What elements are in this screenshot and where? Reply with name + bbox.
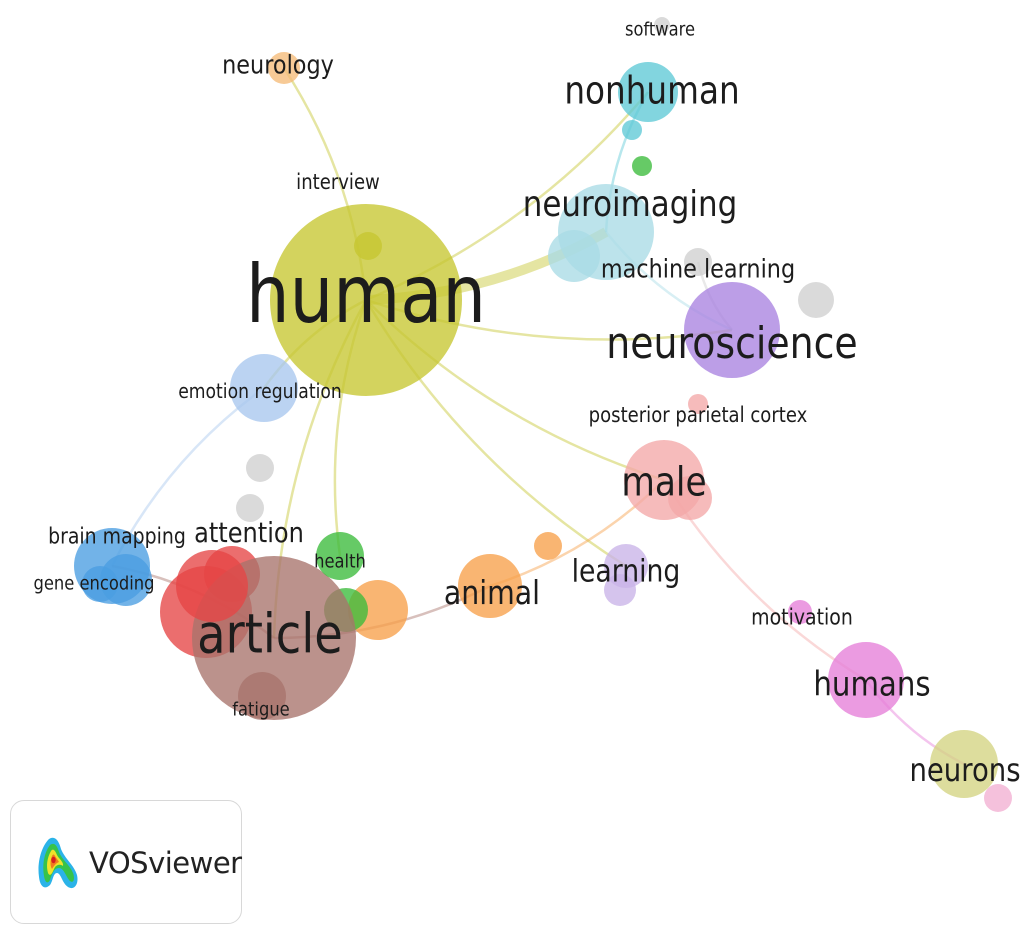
node-animal[interactable] bbox=[458, 554, 522, 618]
node-neuroimaging[interactable] bbox=[558, 184, 654, 280]
cluster-bubble bbox=[632, 156, 652, 176]
label-neurons[interactable]: neurons bbox=[909, 752, 1020, 790]
label-article[interactable]: article bbox=[197, 602, 343, 665]
cluster-bubble bbox=[984, 784, 1012, 812]
label-neuroscience[interactable]: neuroscience bbox=[606, 317, 857, 368]
label-posterior-parietal-cortex[interactable]: posterior parietal cortex bbox=[589, 403, 808, 428]
cluster-bubble bbox=[534, 532, 562, 560]
label-motivation[interactable]: motivation bbox=[751, 604, 853, 630]
nodes-layer bbox=[74, 17, 1012, 812]
labels-layer: human interview neurology software nonhuman n… bbox=[34, 19, 1021, 789]
cluster-bubble bbox=[236, 494, 264, 522]
cluster-bubble bbox=[348, 580, 408, 640]
node-software[interactable] bbox=[654, 17, 670, 33]
node-fatigue[interactable] bbox=[238, 672, 286, 720]
label-animal[interactable]: animal bbox=[444, 574, 540, 613]
vosviewer-wordmark: VOSviewer bbox=[89, 846, 242, 880]
node-neurology[interactable] bbox=[268, 52, 300, 84]
node-health[interactable] bbox=[316, 532, 364, 580]
label-nonhuman[interactable]: nonhuman bbox=[564, 69, 739, 113]
label-gene-encoding[interactable]: gene encoding bbox=[34, 573, 155, 594]
label-human[interactable]: human bbox=[246, 248, 486, 341]
label-emotion-regulation[interactable]: emotion regulation bbox=[178, 381, 342, 404]
label-machine-learning[interactable]: machine learning bbox=[601, 253, 795, 284]
label-interview[interactable]: interview bbox=[296, 170, 380, 195]
node-posterior-parietal-cortex[interactable] bbox=[688, 394, 708, 414]
vosviewer-logo-box: VOSviewer bbox=[10, 800, 242, 924]
label-male[interactable]: male bbox=[621, 458, 706, 505]
label-attention[interactable]: attention bbox=[194, 517, 304, 549]
vosviewer-logo-icon bbox=[38, 837, 78, 889]
label-health[interactable]: health bbox=[314, 551, 366, 572]
node-emotion-regulation[interactable] bbox=[230, 354, 298, 422]
node-male[interactable] bbox=[624, 440, 704, 520]
label-learning[interactable]: learning bbox=[572, 553, 681, 589]
node-interview[interactable] bbox=[354, 232, 382, 260]
node-neurons[interactable] bbox=[930, 730, 998, 798]
node-human[interactable] bbox=[270, 204, 462, 396]
node-neuroscience[interactable] bbox=[684, 282, 780, 378]
label-humans[interactable]: humans bbox=[813, 666, 930, 705]
label-neurology[interactable]: neurology bbox=[222, 49, 334, 80]
node-gene-encoding[interactable] bbox=[82, 566, 118, 602]
node-attention[interactable] bbox=[176, 550, 248, 622]
node-humans[interactable] bbox=[828, 642, 904, 718]
cluster-bubble bbox=[246, 454, 274, 482]
label-brain-mapping[interactable]: brain mapping bbox=[48, 523, 186, 549]
label-neuroimaging[interactable]: neuroimaging bbox=[523, 183, 737, 225]
node-learning[interactable] bbox=[604, 544, 648, 588]
cluster-bubble bbox=[622, 120, 642, 140]
node-machine-learning[interactable] bbox=[684, 248, 712, 276]
node-motivation[interactable] bbox=[788, 600, 812, 624]
node-nonhuman[interactable] bbox=[618, 62, 678, 122]
label-software[interactable]: software bbox=[625, 19, 695, 40]
cluster-bubble bbox=[798, 282, 834, 318]
label-fatigue[interactable]: fatigue bbox=[232, 699, 289, 720]
